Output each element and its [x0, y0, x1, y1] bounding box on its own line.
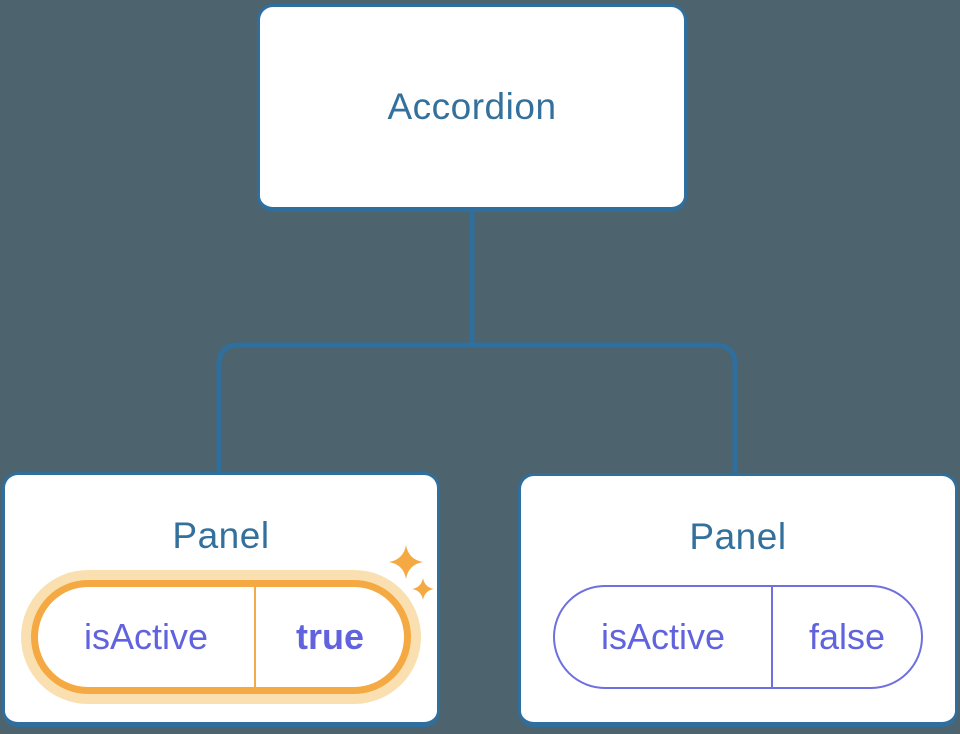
accordion-node: Accordion [257, 4, 687, 212]
state-name: isActive [600, 615, 725, 657]
panel-node-active: Panel isActive true [2, 472, 440, 727]
state-pill-inactive: isActive false [553, 584, 923, 689]
state-pill-active: isActive true [31, 579, 411, 694]
sparkles-icon [389, 545, 434, 600]
panel-node-label: Panel [172, 515, 270, 556]
state-name: isActive [83, 615, 208, 657]
state-value: true [253, 586, 404, 687]
connector-branch [216, 342, 738, 476]
sparkle-large-icon [389, 545, 423, 579]
state-value: false [770, 586, 921, 687]
panel-node-inactive: Panel isActive false [518, 473, 958, 727]
accordion-node-label: Accordion [387, 86, 557, 127]
panel-node-label: Panel [689, 516, 787, 557]
sparkle-small-icon [412, 578, 434, 600]
